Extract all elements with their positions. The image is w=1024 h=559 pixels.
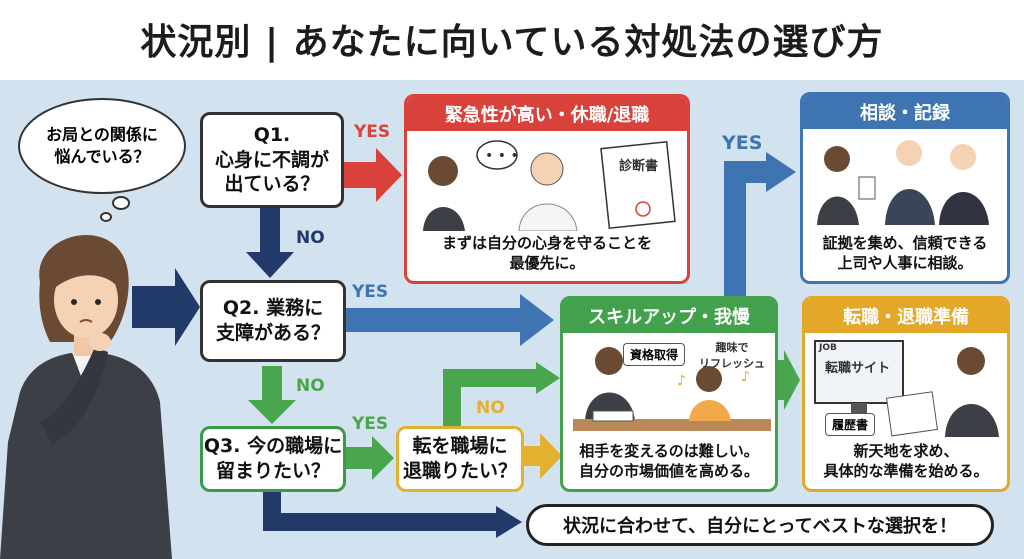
- q3-no-arrow-head: [496, 506, 522, 538]
- thought-bubble: お局との関係に 悩んでいる？: [18, 98, 186, 194]
- skill-card-title: スキルアップ・我慢: [563, 299, 775, 333]
- doctor-head: [530, 152, 564, 186]
- skill-card-desc: 相手を変えるのは難しい。 自分の市場価値を高める。: [578, 441, 759, 480]
- q3-box: Q3. 今の職場に 留まりたい？: [200, 426, 346, 492]
- q3-yes-label: YES: [352, 414, 389, 434]
- consult-card-desc: 証拠を集め、信頼できる 上司や人事に相談。: [822, 233, 988, 272]
- top-yes-arrow-head: [766, 152, 796, 192]
- thought-dot-1: [112, 196, 130, 210]
- q1-yes-label: YES: [354, 122, 391, 142]
- worried-woman-illustration: [0, 234, 172, 559]
- studying-woman-head: [595, 347, 623, 375]
- urgent-card-desc: まずは自分の心身を守ることを 最優先に。: [441, 233, 652, 272]
- woman-hair-front: [52, 260, 120, 290]
- q4-box: 転を職場に 退職りたい？: [396, 426, 524, 492]
- woman-eye-right: [95, 299, 101, 305]
- job-site-label: 転職サイト: [825, 361, 891, 376]
- urgent-card-title: 緊急性が高い・休職/退職: [407, 97, 687, 131]
- q4-yellow-arrow: [524, 433, 562, 479]
- hobby-woman-head: [696, 366, 722, 392]
- woman-eye-left: [71, 299, 77, 305]
- q1-yes-arrow: [344, 148, 402, 202]
- document-seal: [635, 201, 651, 217]
- hobby-woman-body: [689, 400, 731, 421]
- study-illustration: ♪ ♪: [573, 347, 771, 431]
- thought-bubble-text: お局との関係に 悩んでいる？: [46, 125, 158, 166]
- hr-head: [950, 144, 976, 170]
- q2-yes-arrow: [345, 294, 554, 346]
- q2-no-arrow: [248, 366, 296, 424]
- hobby-tag: 趣味で リフレッシュ: [699, 341, 765, 370]
- skill-to-career-arrow: [778, 350, 800, 410]
- entry-arrow: [132, 268, 200, 346]
- top-yes-arrow: [724, 161, 770, 298]
- job-seeker-body: [945, 404, 999, 437]
- skill-card: スキルアップ・我慢 ♪ ♪ 資格取得 趣味で リフレッシュ 相手を変えるのは難し…: [560, 296, 778, 492]
- manager-head: [896, 140, 922, 166]
- qualification-tag: 資格取得: [623, 343, 686, 366]
- q4-no-label: NO: [476, 398, 505, 418]
- q1-no-arrow: [246, 208, 294, 278]
- woman-face: [54, 262, 118, 338]
- monitor: [814, 340, 904, 404]
- q1-no-label: NO: [296, 228, 325, 248]
- q1-box: Q1. 心身に不調が 出ている？: [200, 112, 344, 208]
- woman-body-small: [817, 196, 859, 225]
- top-yes-label: YES: [722, 132, 763, 154]
- job-seeker-head: [957, 347, 985, 375]
- music-note-icon-2: ♪: [741, 369, 750, 385]
- monitor-stand: [851, 403, 867, 413]
- speech-bubble: [476, 140, 518, 170]
- q2-box: Q2. 業務に 支障がある？: [200, 280, 346, 362]
- q2-no-label: NO: [296, 376, 325, 396]
- q3-yes-arrow: [345, 436, 394, 480]
- career-card-desc: 新天地を求め、 具体的な準備を始める。: [823, 441, 989, 480]
- conclusion-box: 状況に合わせて、自分にとってベストな選択を！: [526, 504, 994, 546]
- resume-paper: [886, 391, 938, 437]
- hr-body: [939, 192, 989, 225]
- patient-body: [423, 207, 465, 231]
- woman-suit: [0, 352, 172, 559]
- q3-no-arrow: [263, 490, 500, 531]
- document-label: 診断書: [619, 159, 659, 174]
- music-note-icon: ♪: [677, 373, 686, 389]
- q2-yes-label: YES: [352, 282, 389, 302]
- q4-no-arrow-head: [536, 362, 560, 394]
- manager-body: [885, 189, 935, 225]
- woman-hand: [89, 333, 111, 351]
- q4-no-arrow: [443, 369, 540, 430]
- thought-dot-2: [100, 212, 112, 222]
- resume-tag: 履歴書: [825, 413, 876, 436]
- page-title: 状況別 | あなたに向いている対処法の選び方: [140, 22, 884, 63]
- diagnosis-document: [600, 140, 676, 230]
- woman-arm: [40, 347, 108, 444]
- consultation-meeting-illustration: [817, 140, 989, 225]
- doctor-coat: [518, 203, 578, 231]
- career-card: 転職・退職準備 JOB 転職サイト 履歴書 新天地を求め、 具体的な準備を始める…: [802, 296, 1010, 492]
- desk: [573, 419, 771, 431]
- job-label: JOB: [819, 343, 837, 353]
- open-book: [592, 410, 634, 422]
- patient-head: [428, 156, 458, 186]
- notepad: [858, 176, 876, 200]
- consult-card: 相談・記録 証拠を集め、信頼できる 上司や人事に相談。: [800, 92, 1010, 284]
- urgent-card: 緊急性が高い・休職/退職 • • • 診断書 まずは自分の心身を守ることを 最優…: [404, 94, 690, 284]
- woman-mouth: [79, 319, 93, 323]
- speech-dots: • • •: [485, 148, 519, 164]
- doctor-consultation-illustration: • • •: [423, 140, 676, 231]
- consult-card-title: 相談・記録: [803, 95, 1007, 129]
- job-search-illustration: [814, 340, 999, 437]
- woman-head-small: [824, 146, 850, 172]
- career-card-title: 転職・退職準備: [805, 299, 1007, 333]
